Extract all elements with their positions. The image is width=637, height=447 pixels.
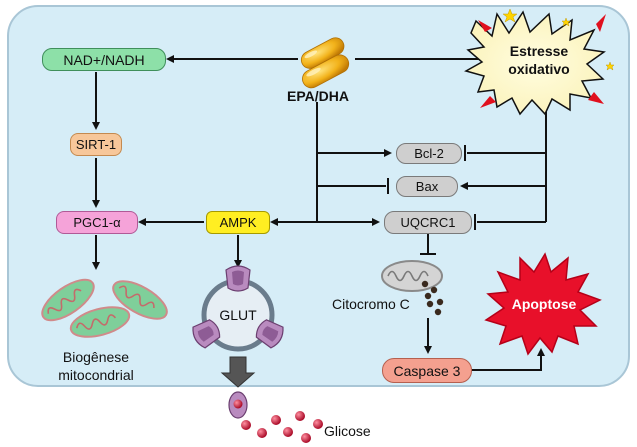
nad-nadh-box: NAD+/NADH — [42, 48, 166, 71]
apoptose-label: Apoptose — [511, 296, 577, 312]
estresse-label: Estresse oxidativo — [496, 42, 582, 78]
bax-label: Bax — [415, 179, 439, 194]
glucose-molecules-icon — [241, 411, 323, 443]
background-panel — [7, 5, 630, 387]
pgc1a-box: PGC1-α — [56, 211, 138, 234]
glut-transporter-icon — [192, 265, 284, 419]
bcl2-label: Bcl-2 — [414, 146, 444, 161]
sparkle-icon — [502, 8, 518, 23]
biogenese-label: Biogênese mitocondrial — [46, 348, 146, 384]
capsule-icon — [300, 37, 350, 89]
arrow-caspase-to-apoptose — [472, 348, 545, 371]
bcl2-box: Bcl-2 — [396, 143, 462, 164]
sirt1-label: SIRT-1 — [75, 137, 117, 152]
apoptose-burst — [484, 252, 602, 356]
uqcrc1-box: UQCRC1 — [384, 211, 472, 234]
nad-nadh-label: NAD+/NADH — [63, 51, 145, 68]
biogenese-line2: mitocondrial — [58, 367, 134, 383]
sparkle-icon — [561, 17, 571, 27]
ampk-box: AMPK — [206, 211, 270, 234]
estresse-line2: oxidativo — [508, 61, 570, 77]
cytochrome-dots-icon — [421, 280, 444, 316]
mitochondria-icon — [41, 278, 168, 338]
estresse-starburst — [464, 8, 615, 116]
glut-label: GLUT — [219, 307, 257, 323]
uqcrc1-label: UQCRC1 — [400, 215, 456, 230]
caspase3-label: Caspase 3 — [393, 362, 461, 379]
transport-arrow-icon — [220, 356, 256, 388]
epa-dha-label: EPA/DHA — [287, 88, 349, 104]
biogenese-line1: Biogênese — [62, 349, 130, 365]
caspase3-box: Caspase 3 — [382, 358, 472, 383]
sirt1-box: SIRT-1 — [70, 133, 122, 156]
ampk-label: AMPK — [219, 215, 257, 230]
pgc1a-label: PGC1-α — [73, 215, 121, 230]
citocromo-label: Citocromo C — [332, 296, 410, 312]
estresse-line1: Estresse — [509, 43, 569, 59]
bax-box: Bax — [396, 176, 458, 197]
mitochondrion-icon — [381, 260, 443, 292]
sparkle-icon — [605, 61, 615, 71]
glicose-label: Glicose — [324, 423, 371, 439]
